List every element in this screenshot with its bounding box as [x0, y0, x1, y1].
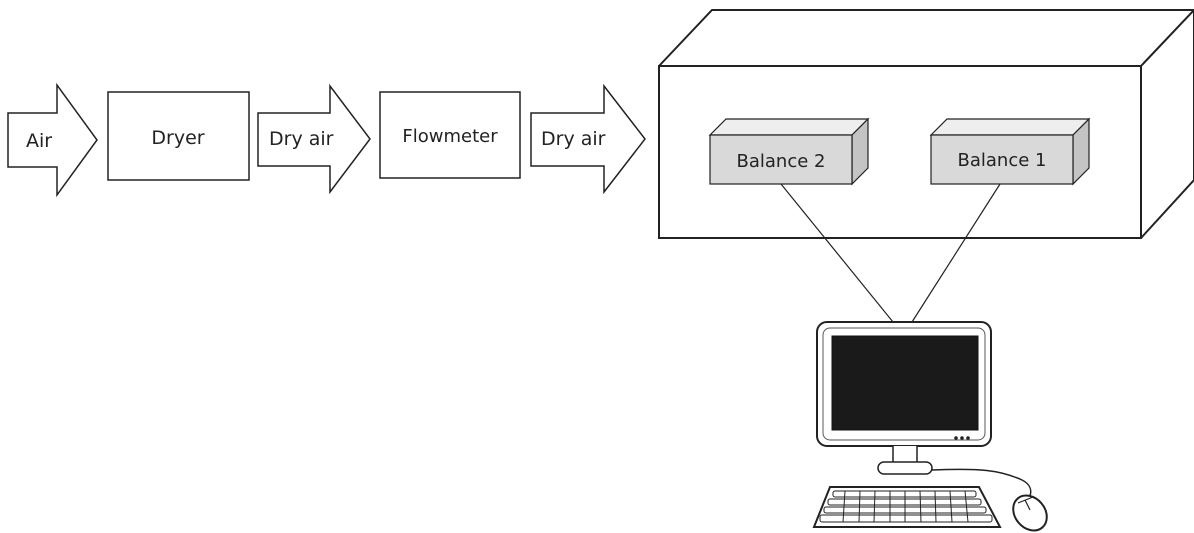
dryer-label: Dryer	[151, 127, 204, 149]
connection-lines	[780, 183, 1001, 323]
dry-air-arrow-2-label: Dry air	[541, 128, 606, 150]
mouse	[1012, 494, 1048, 532]
air-arrow-label: Air	[26, 130, 52, 152]
dry-air-arrow-1: Dry air	[257, 83, 371, 195]
balance-2-label: Balance 2	[737, 151, 826, 172]
dry-air-arrow-2: Dry air	[530, 83, 646, 195]
balance-1: Balance 1	[929, 117, 1091, 186]
desktop-computer-icon	[812, 321, 1048, 532]
balance-2: Balance 2	[708, 117, 870, 186]
keyboard	[812, 486, 1002, 528]
dryer-box: Dryer	[107, 91, 250, 181]
monitor-screen	[831, 335, 979, 431]
air-arrow: Air	[7, 82, 98, 198]
dry-air-arrow-1-label: Dry air	[269, 128, 334, 150]
flowmeter-box: Flowmeter	[379, 91, 521, 179]
balance-1-label: Balance 1	[958, 150, 1047, 171]
flowmeter-label: Flowmeter	[402, 126, 498, 147]
